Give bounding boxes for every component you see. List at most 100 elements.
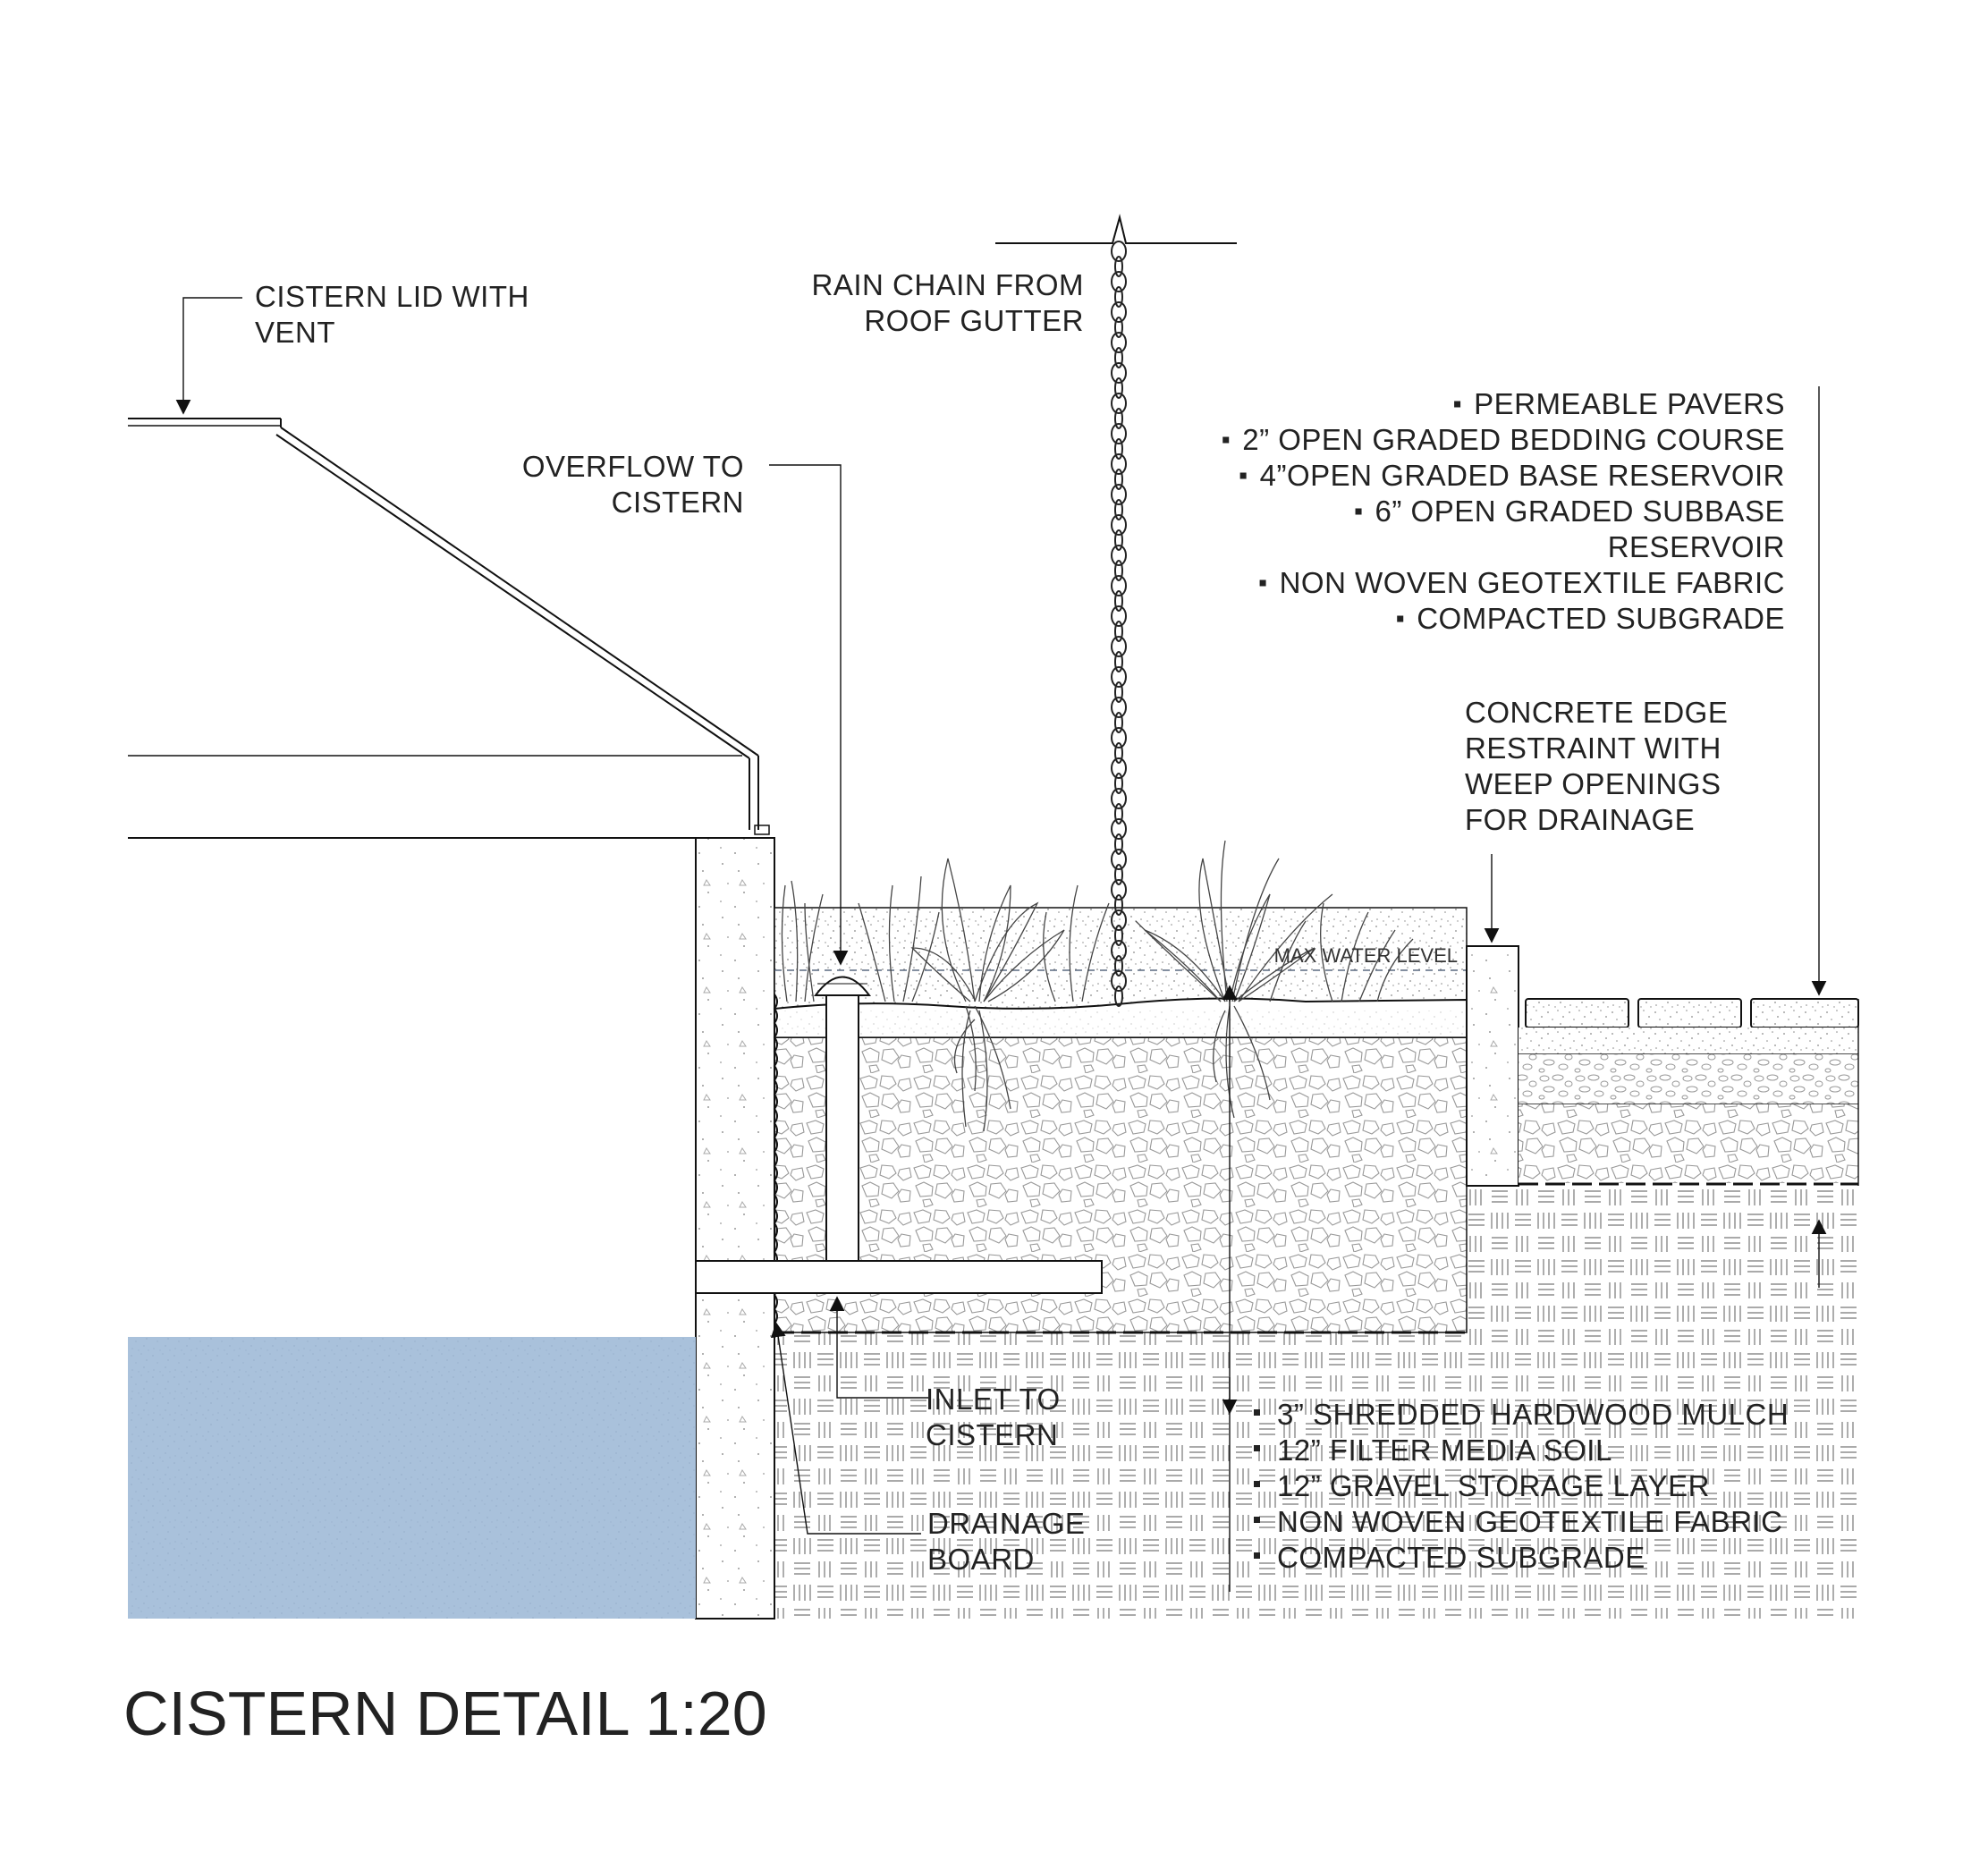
chain-link (1111, 271, 1127, 292)
paver-1 (1525, 998, 1629, 1028)
paver-layer-item: 2” OPEN GRADED BEDDING COURSE (1242, 423, 1785, 456)
chain-link (1111, 909, 1127, 931)
paver-layer-item: RESERVOIR (1608, 530, 1785, 563)
cistern-tank (128, 418, 775, 1620)
paver-bullets (1222, 401, 1461, 622)
chain-link (1114, 560, 1123, 581)
compacted-subgrade-pavers (1467, 1186, 1858, 1338)
lid-label-line-2: VENT (255, 316, 335, 349)
chain-link (1111, 757, 1127, 779)
chain-link (1114, 681, 1123, 703)
chain-link (1111, 879, 1127, 901)
chain-link (1114, 955, 1123, 977)
chain-link (1114, 864, 1123, 885)
chain-link (1114, 408, 1123, 429)
bullet (1222, 436, 1230, 444)
plants (781, 840, 1414, 1132)
chain-link (1111, 332, 1127, 353)
subbase-reservoir (1518, 1104, 1858, 1183)
bullet (1254, 1481, 1260, 1487)
edge-label-line-4: FOR DRAINAGE (1465, 803, 1695, 836)
bullet (1254, 1517, 1260, 1523)
chain-link (1111, 940, 1127, 961)
chain-link (1114, 377, 1123, 399)
edge-label-line-3: WEEP OPENINGS (1465, 767, 1721, 800)
bullet (1254, 1409, 1260, 1416)
paver-layer-item: 4”OPEN GRADED BASE RESERVOIR (1260, 459, 1785, 492)
chain-link (1111, 636, 1127, 657)
chain-link (1111, 788, 1127, 809)
planter-layer-item: NON WOVEN GEOTEXTILE FABRIC (1277, 1505, 1782, 1538)
max-water-level-label: MAX WATER LEVEL (1274, 944, 1458, 967)
edge-label-line-2: RESTRAINT WITH (1465, 732, 1722, 765)
chain-link (1114, 286, 1123, 308)
planter-layer-item: 3” SHREDDED HARDWOOD MULCH (1277, 1398, 1789, 1431)
paver-layer-list: PERMEABLE PAVERS 2” OPEN GRADED BEDDING … (1222, 387, 1785, 635)
chain-link (1111, 605, 1127, 627)
chain-link (1114, 499, 1123, 520)
chain-link (1114, 621, 1123, 642)
concrete-edge-restraint (1466, 945, 1519, 1187)
planter-layer-item: 12” FILTER MEDIA SOIL (1277, 1433, 1612, 1467)
chain-link (1114, 590, 1123, 612)
rain-chain (995, 214, 1237, 1007)
chain-link (1114, 256, 1123, 277)
chain-link (1111, 697, 1127, 718)
bullet (1239, 472, 1247, 479)
lid-label-line-1: CISTERN LID WITH (255, 280, 529, 313)
overflow-label-line-1: OVERFLOW TO (522, 450, 744, 483)
chain-link (1111, 727, 1127, 748)
chain-links (1111, 241, 1127, 1007)
chain-link (1114, 833, 1123, 855)
planter-section (695, 907, 1468, 1619)
chain-link (1111, 423, 1127, 444)
chain-link (1111, 575, 1127, 596)
chain-link (1111, 301, 1127, 323)
paver-layer-item: COMPACTED SUBGRADE (1417, 602, 1785, 635)
paver-layer-item: NON WOVEN GEOTEXTILE FABRIC (1280, 566, 1785, 599)
planter-layer-item: COMPACTED SUBGRADE (1277, 1541, 1645, 1574)
chain-link (1111, 818, 1127, 840)
overflow-pipe (825, 994, 859, 1262)
chain-link (1111, 484, 1127, 505)
chain-link (1114, 985, 1123, 1007)
chain-link (1111, 970, 1127, 992)
drainage-board-label-line-1: DRAINAGE (927, 1507, 1085, 1540)
chain-link (1114, 529, 1123, 551)
chain-link (1114, 803, 1123, 825)
chain-link (1111, 241, 1127, 262)
page-title: CISTERN DETAIL 1:20 (123, 1679, 767, 1748)
cistern-wall (695, 837, 775, 1620)
paver-layer-item: 6” OPEN GRADED SUBBASE (1375, 495, 1785, 528)
chain-link (1114, 317, 1123, 338)
paver-layer-item: PERMEABLE PAVERS (1474, 387, 1785, 420)
chain-link (1114, 742, 1123, 764)
paver-section (1518, 998, 1859, 1186)
chain-link (1114, 773, 1123, 794)
edge-label-line-1: CONCRETE EDGE (1465, 696, 1728, 729)
paver-3 (1750, 998, 1859, 1028)
overflow-label-line-2: CISTERN (612, 486, 744, 519)
planter-layer-item: 12” GRAVEL STORAGE LAYER (1277, 1469, 1710, 1502)
chain-link (1111, 514, 1127, 536)
leaders (175, 297, 1827, 1592)
cistern-roof (280, 427, 759, 757)
bedding-course (1518, 1028, 1858, 1054)
inlet-pipe (695, 1260, 1103, 1294)
chain-link (1111, 849, 1127, 870)
paver-2 (1637, 998, 1742, 1028)
chain-link (1114, 469, 1123, 490)
chain-link (1114, 894, 1123, 916)
chain-link (1114, 925, 1123, 946)
bullet (1254, 1445, 1260, 1451)
bullet (1397, 615, 1404, 622)
bullet (1355, 508, 1362, 515)
chain-link (1111, 545, 1127, 566)
rain-chain-label-line-1: RAIN CHAIN FROM (812, 268, 1085, 301)
drainage-board-label-line-2: BOARD (927, 1543, 1035, 1576)
inlet-label-line-1: INLET TO (926, 1383, 1061, 1416)
chain-link (1111, 666, 1127, 688)
planter-layer-list: 3” SHREDDED HARDWOOD MULCH 12” FILTER ME… (1254, 1398, 1789, 1574)
bullet (1259, 579, 1266, 587)
